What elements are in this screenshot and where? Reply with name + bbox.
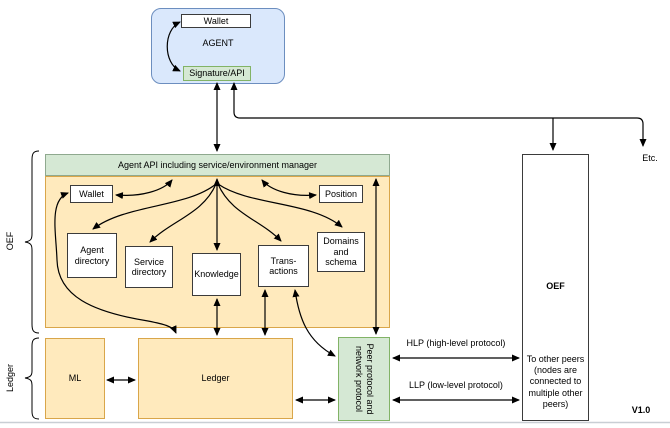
ledger-box: Ledger [138, 338, 293, 419]
brace-ledger [24, 337, 40, 420]
ledger-side-label: Ledger [5, 363, 16, 393]
peer-protocol-label: Peer protocol and network protocol [354, 343, 376, 415]
service-directory-label: Service directory [131, 256, 167, 277]
arrow-signature-to-etc [230, 82, 647, 147]
oef-wallet-box: Wallet [70, 185, 113, 203]
llp-label: LLP (low-level protocol) [409, 380, 503, 391]
agent-title: AGENT [202, 38, 234, 49]
oef-position-label: Position [324, 188, 358, 199]
agent-wallet-label: Wallet [203, 15, 229, 26]
oef-wallet-label: Wallet [79, 188, 104, 199]
agent-directory-label: Agent directory [74, 245, 110, 266]
knowledge-box: Knowledge [192, 253, 241, 296]
ml-box: ML [45, 338, 105, 419]
oef-position-box: Position [319, 185, 363, 203]
knowledge-label: Knowledge [194, 269, 239, 280]
agent-signature-box: Signature/API [183, 66, 251, 81]
ledger-label: Ledger [201, 373, 230, 384]
agent-signature-label: Signature/API [189, 68, 245, 79]
peer-protocol-box [338, 337, 390, 421]
agent-directory-box: Agent directory [67, 233, 117, 278]
transactions-label: Trans-actions [269, 255, 298, 276]
domains-schema-box: Domains and schema [317, 232, 365, 272]
hlp-label: HLP (high-level protocol) [406, 338, 506, 349]
ml-label: ML [68, 373, 82, 384]
oef-node-box [522, 154, 589, 421]
etc-label: Etc. [642, 153, 658, 164]
oef-api-bar: Agent API including service/environment … [45, 154, 390, 176]
oef-side-label: OEF [5, 231, 16, 251]
service-directory-box: Service directory [125, 246, 173, 288]
oef-node-note: To other peers (nodes are connected to m… [526, 353, 585, 409]
oef-api-bar-label: Agent API including service/environment … [117, 159, 318, 170]
brace-oef [24, 150, 40, 334]
version-label: V1.0 [631, 405, 651, 416]
domains-schema-label: Domains and schema [323, 236, 359, 268]
transactions-box: Trans-actions [258, 245, 309, 287]
oef-node-title: OEF [546, 281, 565, 292]
agent-wallet-box: Wallet [181, 14, 251, 28]
